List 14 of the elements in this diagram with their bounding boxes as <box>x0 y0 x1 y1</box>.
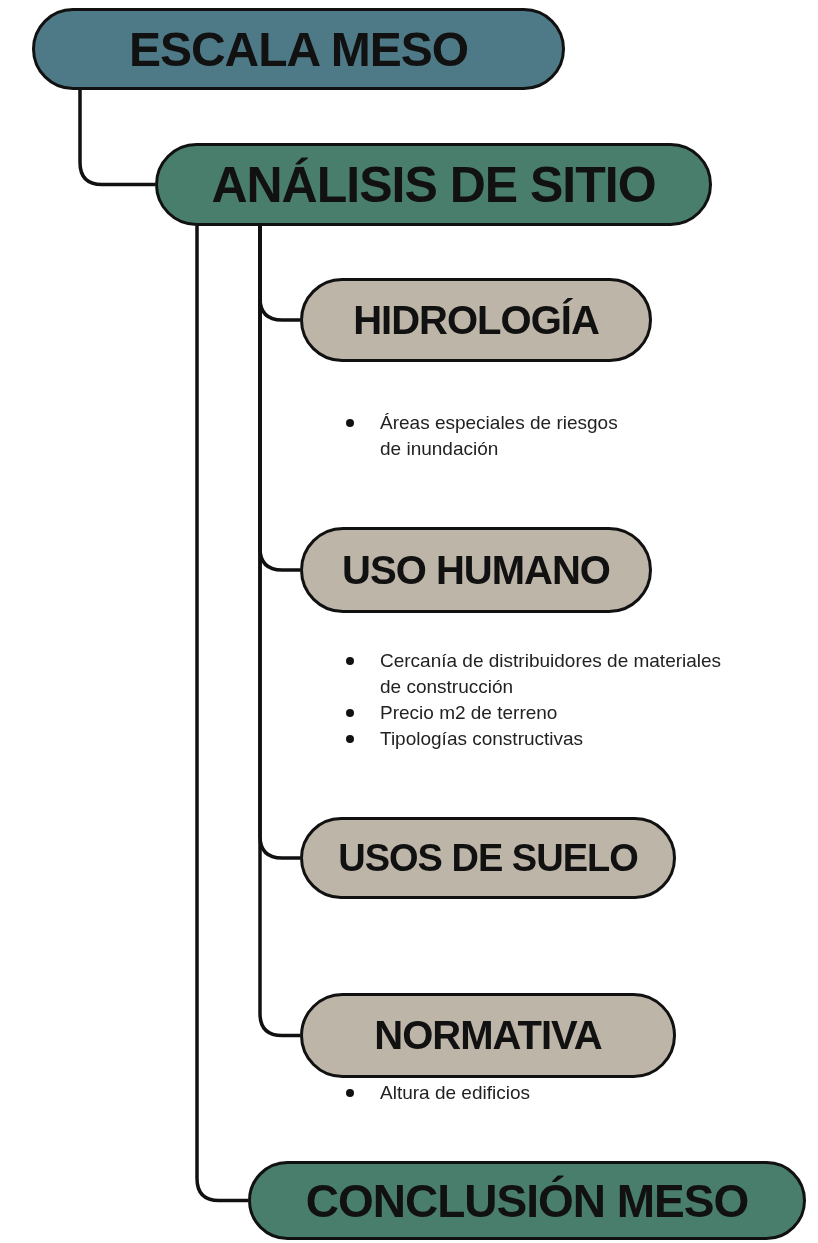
bullet-text: Tipologías constructivas <box>380 728 584 749</box>
node-title: USOS DE SUELO <box>338 836 638 880</box>
node-title: USO HUMANO <box>342 547 610 593</box>
connector-line <box>195 226 248 1203</box>
bullet-text: Áreas especiales de riesgos de inundación <box>380 412 618 459</box>
node-title: ANÁLISIS DE SITIO <box>211 155 656 214</box>
node-title: HIDROLOGÍA <box>353 297 599 343</box>
node-title: NORMATIVA <box>374 1013 602 1058</box>
node-title: CONCLUSIÓN MESO <box>305 1173 749 1228</box>
node-title: ESCALA MESO <box>128 21 469 77</box>
bullet-text: Altura de edificios <box>380 1082 530 1103</box>
bullet-text: Cercanía de distribuidores de materiales de construcción <box>380 650 722 697</box>
bullet-text: Precio m2 de terreno <box>380 702 558 723</box>
connector-line <box>78 90 155 187</box>
